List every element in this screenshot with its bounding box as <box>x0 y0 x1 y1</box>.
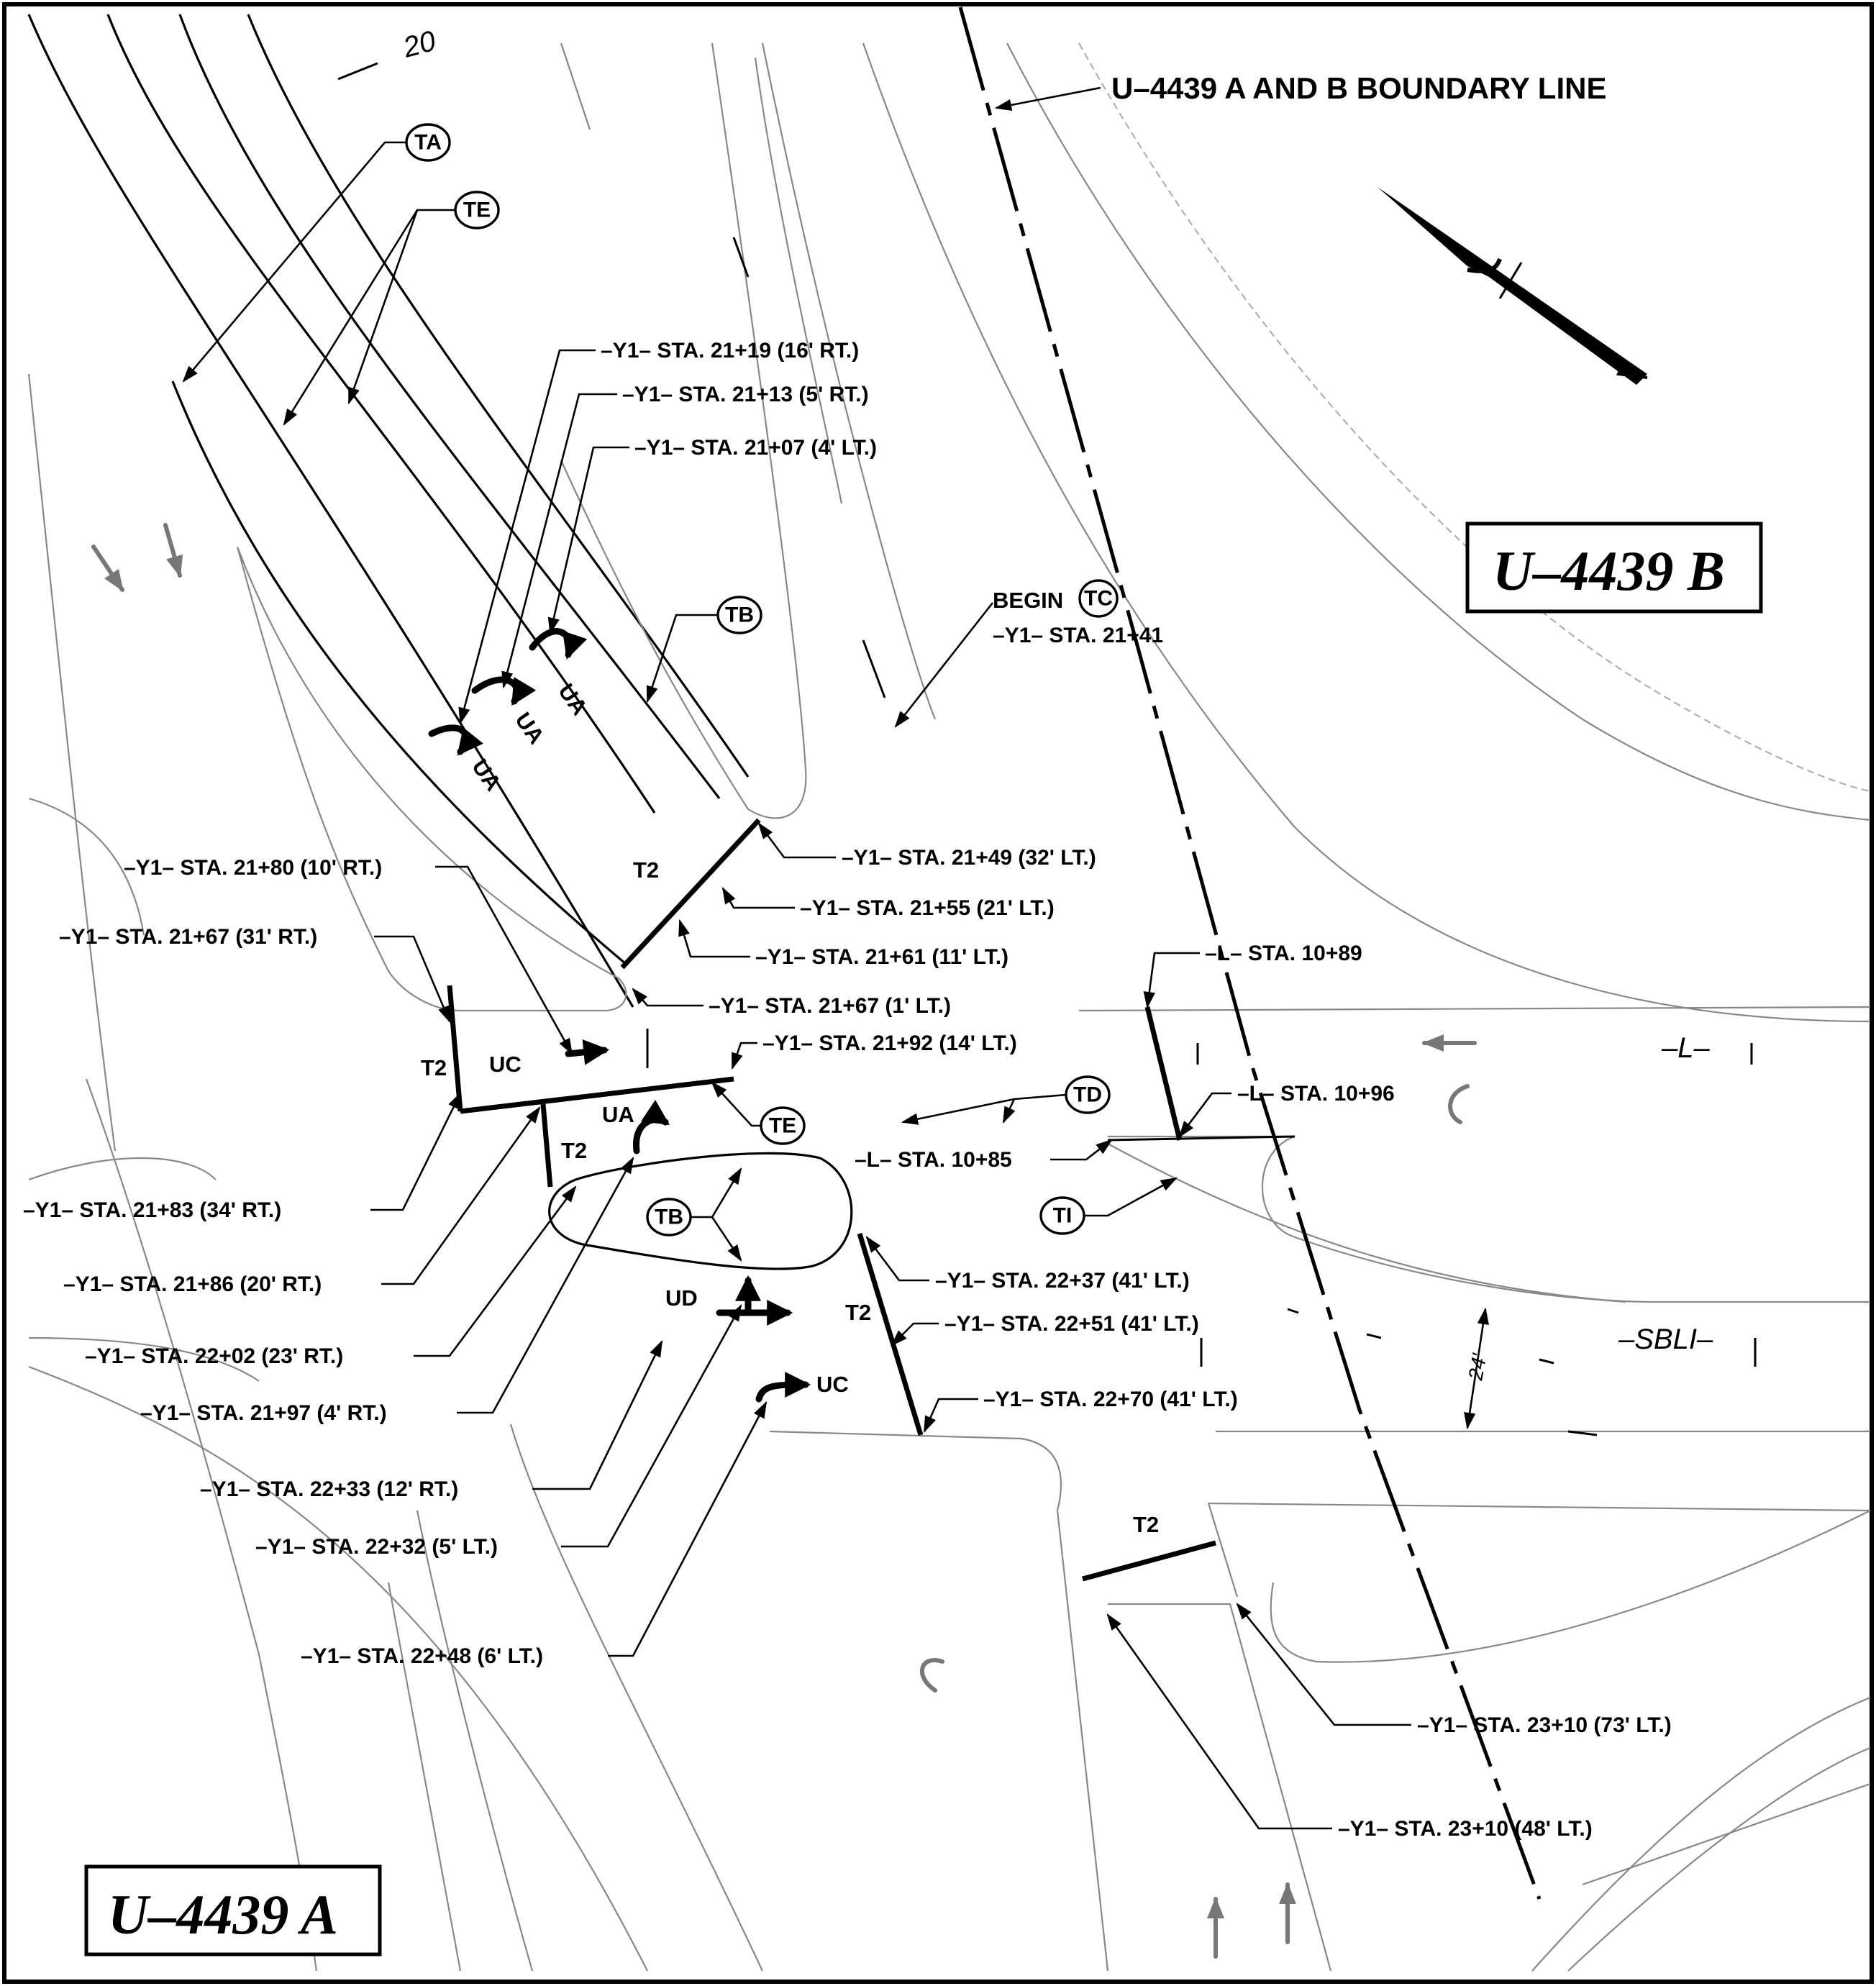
code-t2-1: T2 <box>633 857 659 883</box>
north-arrow-icon <box>1378 187 1648 385</box>
code-t2-3: T2 <box>561 1138 587 1163</box>
project-boundary-line <box>958 6 1542 1900</box>
uc-arrow-icon <box>755 1372 811 1403</box>
code-uc-1: UC <box>489 1052 522 1077</box>
callout-y1-22-48: –Y1– STA. 22+48 (6' LT.) <box>301 1644 543 1668</box>
callout-y1-21-86: –Y1– STA. 21+86 (20' RT.) <box>63 1272 322 1296</box>
bubble-ti: TI <box>1039 1196 1085 1235</box>
callout-y1-22-37: –Y1– STA. 22+37 (41' LT.) <box>935 1269 1190 1293</box>
callout-y1-21-67-rt: –Y1– STA. 21+67 (31' RT.) <box>59 925 317 949</box>
callout-y1-21-13: –Y1– STA. 21+13 (5' RT.) <box>622 383 869 406</box>
begin-label: BEGIN <box>993 588 1063 613</box>
callout-y1-21-19: –Y1– STA. 21+19 (16' RT.) <box>601 339 859 363</box>
svg-text:TE: TE <box>463 199 491 222</box>
bubble-te-mid: TE <box>760 1106 806 1145</box>
ua-turn-arrow-icon <box>428 724 484 756</box>
project-label-a: U–4439 A <box>84 1864 382 1957</box>
scale-mark: 20 <box>399 25 439 64</box>
code-t2-4: T2 <box>845 1300 871 1325</box>
callout-y1-22-32: –Y1– STA. 22+32 (5' LT.) <box>255 1535 498 1559</box>
callout-y1-22-51: –Y1– STA. 22+51 (41' LT.) <box>944 1312 1199 1336</box>
callout-y1-21-49: –Y1– STA. 21+49 (32' LT.) <box>842 846 1096 870</box>
callout-l-10-89: –L– STA. 10+89 <box>1205 942 1362 965</box>
ua-turn-arrow-icon <box>529 628 588 660</box>
station-callouts: BEGIN –Y1– STA. 21+41 –Y1– STA. 21+19 (1… <box>23 339 1672 1841</box>
callout-y1-23-10-73: –Y1– STA. 23+10 (73' LT.) <box>1417 1713 1672 1737</box>
roadway-geometry <box>27 14 1871 1972</box>
callout-y1-21-55: –Y1– STA. 21+55 (21' LT.) <box>800 896 1055 920</box>
lane-width-dimension <box>1464 1307 1489 1430</box>
callout-y1-21-80: –Y1– STA. 21+80 (10' RT.) <box>124 856 382 880</box>
bubble-tb-top: TB <box>716 596 762 634</box>
svg-text:TB: TB <box>725 603 754 627</box>
bubble-tc: TC <box>1078 579 1119 618</box>
bubble-tb-mid: TB <box>646 1198 692 1236</box>
callout-y1-22-33: –Y1– STA. 22+33 (12' RT.) <box>200 1477 458 1501</box>
callout-l-10-85: –L– STA. 10+85 <box>855 1148 1012 1172</box>
code-ud: UD <box>665 1285 698 1311</box>
callout-begin-tc: –Y1– STA. 21+41 <box>993 624 1163 647</box>
ua-turn-arrow-icon <box>633 1100 670 1154</box>
bubble-labels: TA TE TB TC TD TE TB TI <box>405 123 1119 1236</box>
svg-text:TI: TI <box>1053 1204 1073 1228</box>
code-t2-5: T2 <box>1133 1512 1159 1537</box>
pavement-marking-lines <box>447 818 1296 1582</box>
callout-y1-21-83: –Y1– STA. 21+83 (34' RT.) <box>23 1198 281 1222</box>
uc-arrow-icon <box>565 1039 610 1065</box>
project-label-b-text: U–4439 B <box>1493 539 1725 602</box>
callout-y1-22-70: –Y1– STA. 22+70 (41' LT.) <box>983 1388 1238 1411</box>
ua-turn-arrow-icon <box>471 676 537 706</box>
callout-y1-21-07: –Y1– STA. 21+07 (4' LT.) <box>634 436 877 460</box>
road-label-l: –L– <box>1661 1032 1710 1064</box>
title-leader <box>994 86 1101 111</box>
project-label-b: U–4439 B <box>1465 521 1763 614</box>
project-label-a-text: U–4439 A <box>108 1883 338 1946</box>
page-title: U–4439 A AND B BOUNDARY LINE <box>1111 71 1606 105</box>
bubble-ta: TA <box>405 123 451 162</box>
code-uc-2: UC <box>816 1372 849 1397</box>
code-ua-4: UA <box>602 1102 634 1127</box>
bubble-td: TD <box>1065 1075 1111 1114</box>
callout-y1-21-61: –Y1– STA. 21+61 (11' LT.) <box>755 945 1008 969</box>
callout-y1-21-67-lt: –Y1– STA. 21+67 (1' LT.) <box>709 994 951 1018</box>
bubble-te-top: TE <box>454 191 500 229</box>
code-ua-2: UA <box>510 708 549 749</box>
callout-y1-21-97: –Y1– STA. 21+97 (4' RT.) <box>140 1401 387 1425</box>
callout-y1-23-10-48: –Y1– STA. 23+10 (48' LT.) <box>1338 1817 1593 1841</box>
bubble-leaders <box>182 141 1178 1262</box>
callout-y1-21-92: –Y1– STA. 21+92 (14' LT.) <box>762 1031 1017 1055</box>
svg-text:TE: TE <box>769 1114 796 1138</box>
svg-text:TA: TA <box>414 131 442 155</box>
svg-text:TC: TC <box>1084 587 1113 611</box>
road-label-sbli: –SBLI– <box>1618 1324 1713 1355</box>
callout-l-10-96: –L– STA. 10+96 <box>1237 1082 1395 1106</box>
svg-text:TD: TD <box>1073 1083 1102 1107</box>
code-t2-2: T2 <box>421 1055 447 1080</box>
callout-y1-22-02: –Y1– STA. 22+02 (23' RT.) <box>85 1344 343 1368</box>
callout-leaders <box>370 349 1411 1830</box>
svg-text:TB: TB <box>655 1206 683 1229</box>
